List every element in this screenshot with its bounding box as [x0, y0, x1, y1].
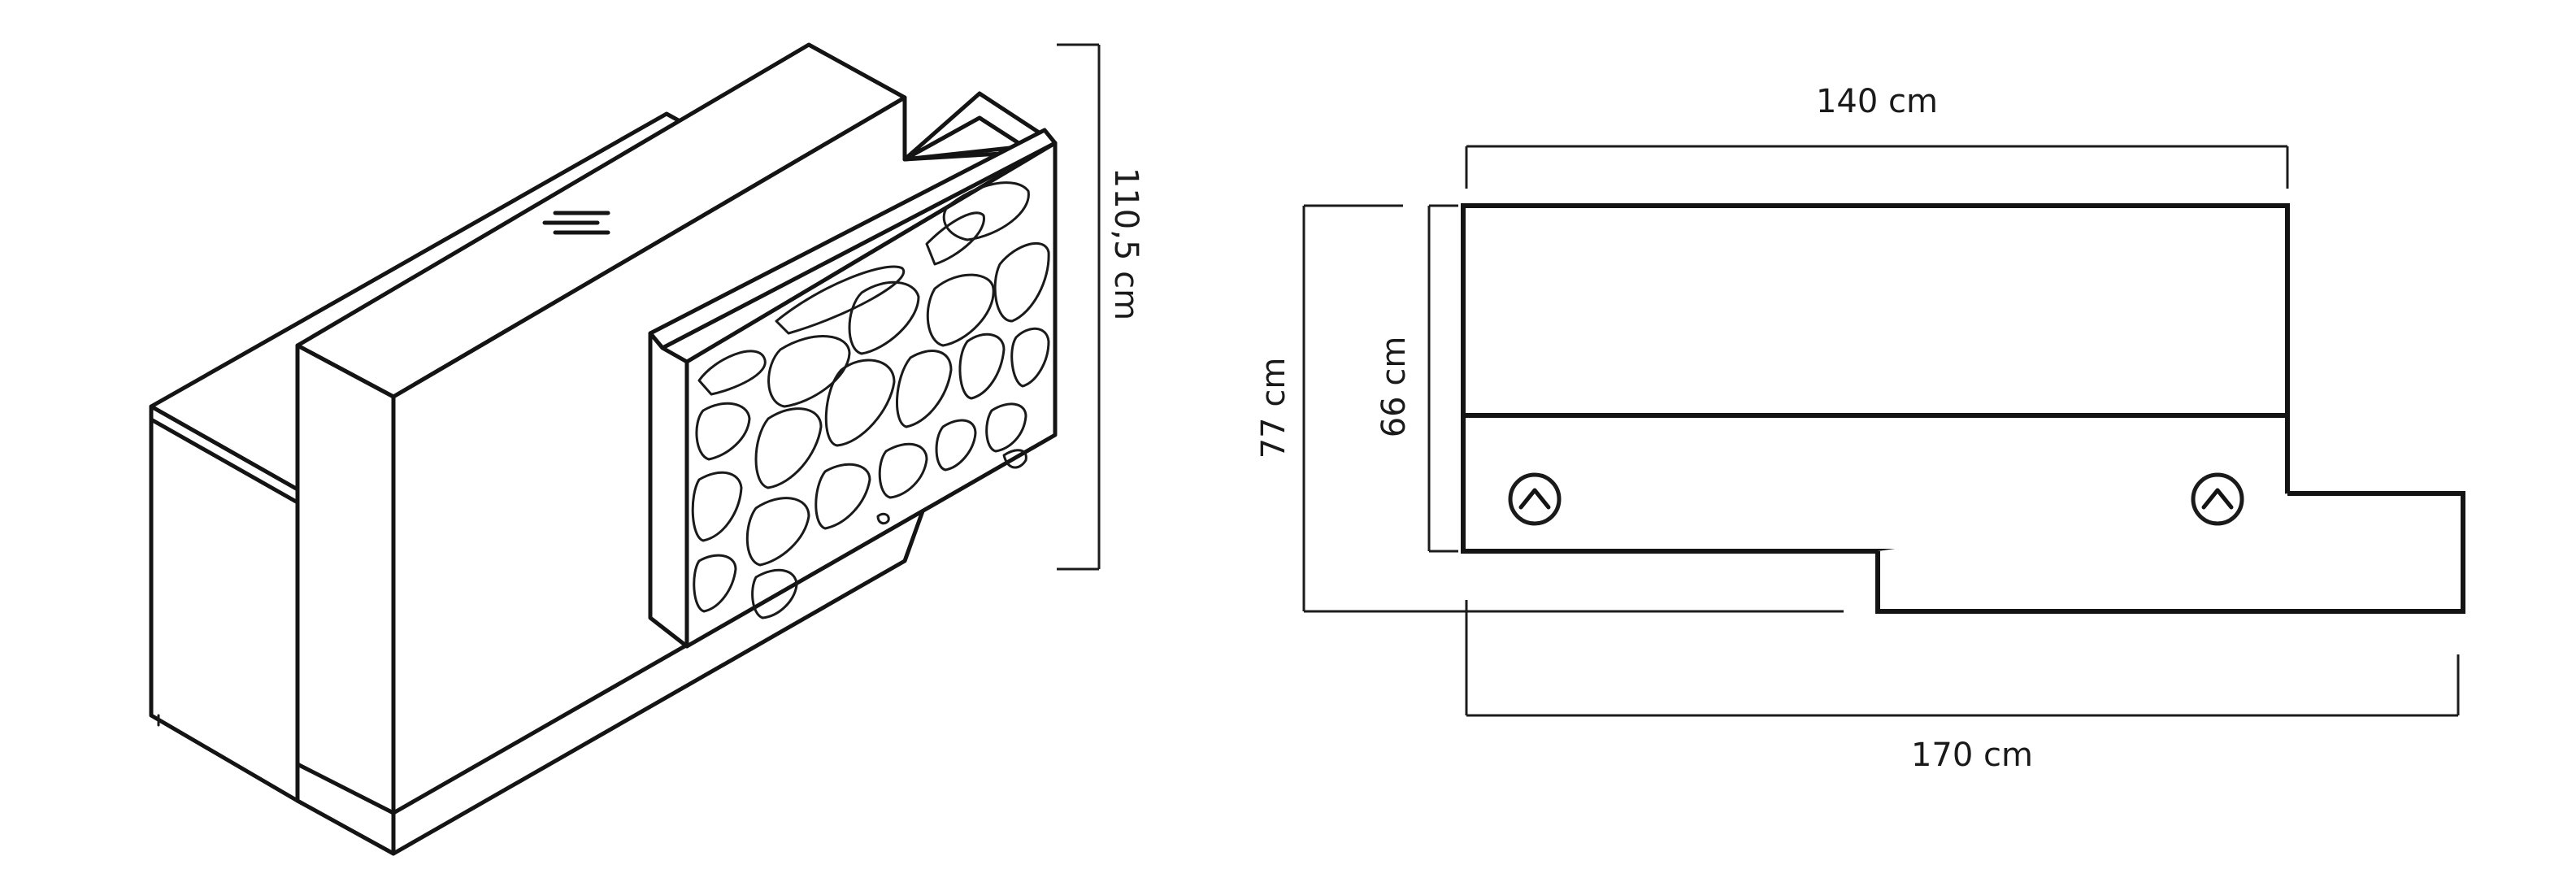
return-module-plan [1875, 491, 2465, 614]
voronoi-decorative-panel [648, 128, 1058, 649]
top-surface-mark-icon [542, 211, 610, 235]
height-dimension-line [1057, 43, 1101, 571]
desk-depth-dimension-label: 66 cm [1375, 337, 1413, 438]
total-width-dimension-label: 170 cm [1911, 737, 2033, 774]
upper-counter-plan [1461, 203, 2290, 418]
desk-depth-dimension-line [1427, 204, 1458, 553]
isometric-desk-view: 110,5 cm [149, 42, 1145, 856]
height-dimension-label: 110,5 cm [1107, 167, 1145, 320]
desk-plan-outline [1461, 203, 2465, 614]
top-width-dimension-line [1465, 145, 2289, 189]
panel-cutouts [691, 181, 1050, 619]
cable-grommet-right-icon [2191, 472, 2244, 526]
top-width-dimension-label: 140 cm [1816, 83, 1938, 120]
cable-grommet-left-icon [1508, 472, 1562, 526]
total-depth-dimension-line [1302, 204, 1844, 613]
top-plan-view: 140 cm 77 cm 66 cm [1255, 83, 2465, 774]
total-width-dimension-line [1465, 600, 2460, 717]
total-depth-dimension-label: 77 cm [1255, 358, 1292, 459]
